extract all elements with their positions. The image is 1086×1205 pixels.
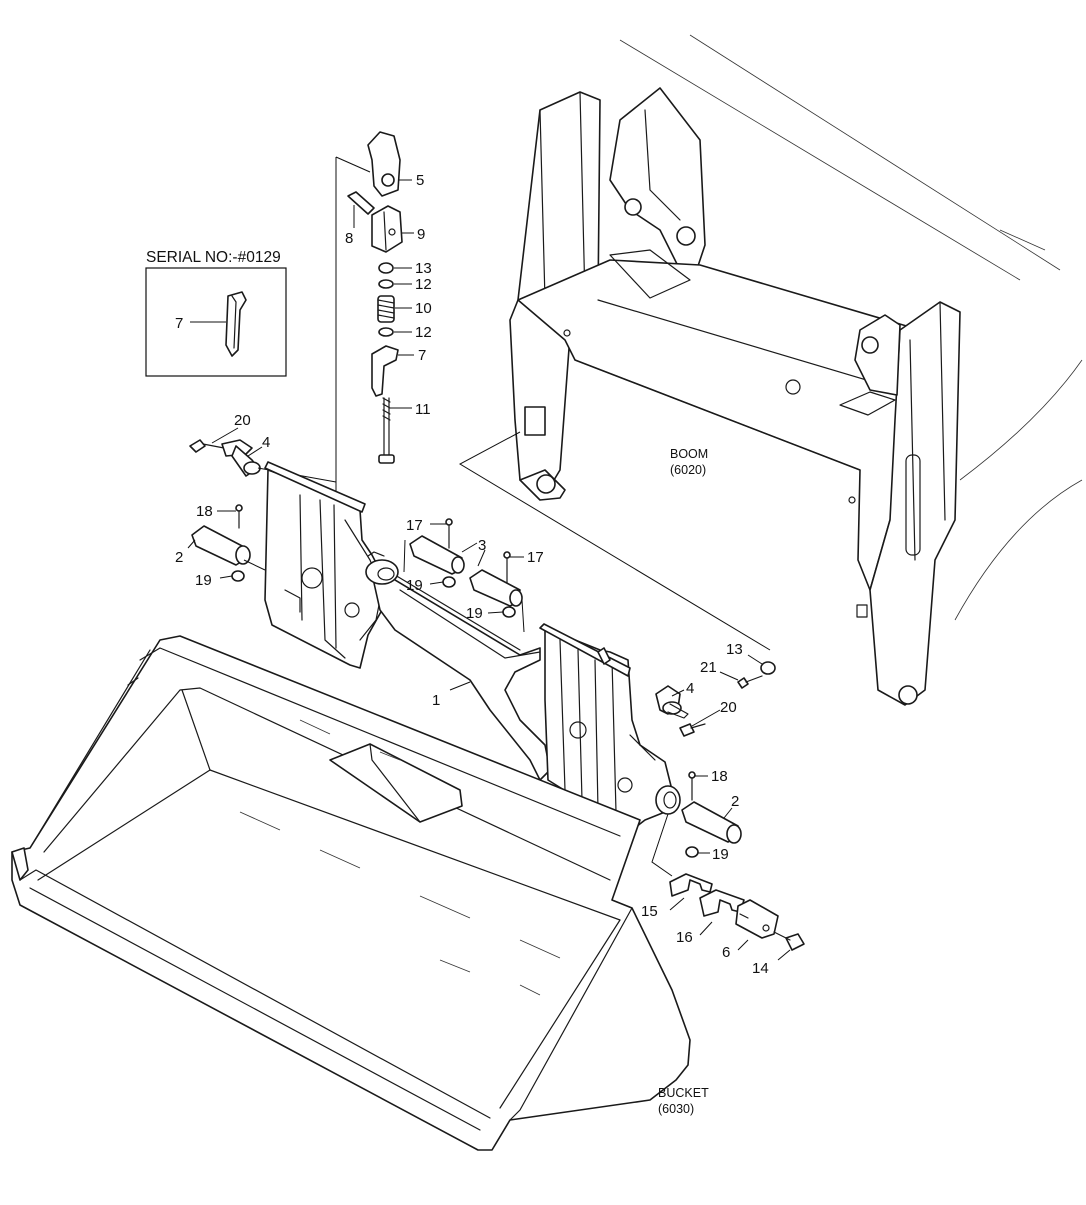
callout-17-left: 17	[406, 517, 423, 534]
callout-21: 21	[700, 659, 717, 676]
coupler-frame: 1	[264, 461, 681, 831]
right-pin-group: 13 21 4 20	[655, 641, 776, 737]
callout-17-right: 17	[527, 549, 544, 566]
callout-16: 16	[676, 929, 693, 946]
callout-12-bottom: 12	[415, 324, 432, 341]
callout-19-mid-right: 19	[466, 605, 483, 622]
callout-19-left: 19	[195, 572, 212, 589]
middle-pin-group: 17 19 3 17 19	[403, 517, 544, 633]
callout-9: 9	[417, 226, 425, 243]
callout-15: 15	[641, 903, 658, 920]
callout-4-left: 4	[262, 434, 270, 451]
callout-12-top: 12	[415, 276, 432, 293]
callout-14: 14	[752, 960, 769, 977]
bucket-ref: (6030)	[658, 1102, 694, 1116]
left-pin-group: 20 4	[189, 412, 337, 483]
callout-8: 8	[345, 230, 353, 247]
bucket-drawing	[11, 635, 691, 1151]
callout-2-left: 2	[175, 549, 183, 566]
shim-group: 15 16 6 14	[641, 873, 805, 977]
boom-name: BOOM	[670, 447, 708, 461]
callout-19-mid-left: 19	[406, 577, 423, 594]
left-pin2-group: 18 2 19	[175, 503, 266, 589]
serial-frame	[145, 267, 287, 377]
latch-stack: 5 8 9 13 12 10 12 7	[335, 131, 432, 500]
callout-3: 3	[478, 537, 486, 554]
right-pin2-group: 18 2 19	[651, 768, 742, 877]
callout-13-top: 13	[415, 260, 432, 277]
callout-18-right: 18	[711, 768, 728, 785]
callout-10: 10	[415, 300, 432, 317]
bucket-label: BUCKET (6030)	[658, 1086, 709, 1116]
serial-number-box: SERIAL NO:-#0129 7	[145, 249, 287, 377]
serial-title: SERIAL NO:-#0129	[146, 249, 281, 266]
bucket-name: BUCKET	[658, 1086, 709, 1100]
callout-11: 11	[415, 401, 431, 418]
callout-20-right: 20	[720, 699, 737, 716]
boom-drawing	[509, 34, 1083, 706]
callout-13-right: 13	[726, 641, 743, 658]
callout-2-right: 2	[731, 793, 739, 810]
boom-label: BOOM (6020)	[670, 447, 708, 477]
callout-19-right: 19	[712, 846, 729, 863]
callout-7: 7	[418, 347, 426, 364]
callout-5: 5	[416, 172, 424, 189]
callout-20-left: 20	[234, 412, 251, 429]
callout-18-left: 18	[196, 503, 213, 520]
callout-1: 1	[432, 692, 440, 709]
callout-4-right: 4	[686, 680, 694, 697]
serial-part-callout: 7	[175, 315, 183, 332]
boom-ref: (6020)	[670, 463, 706, 477]
callout-6: 6	[722, 944, 730, 961]
